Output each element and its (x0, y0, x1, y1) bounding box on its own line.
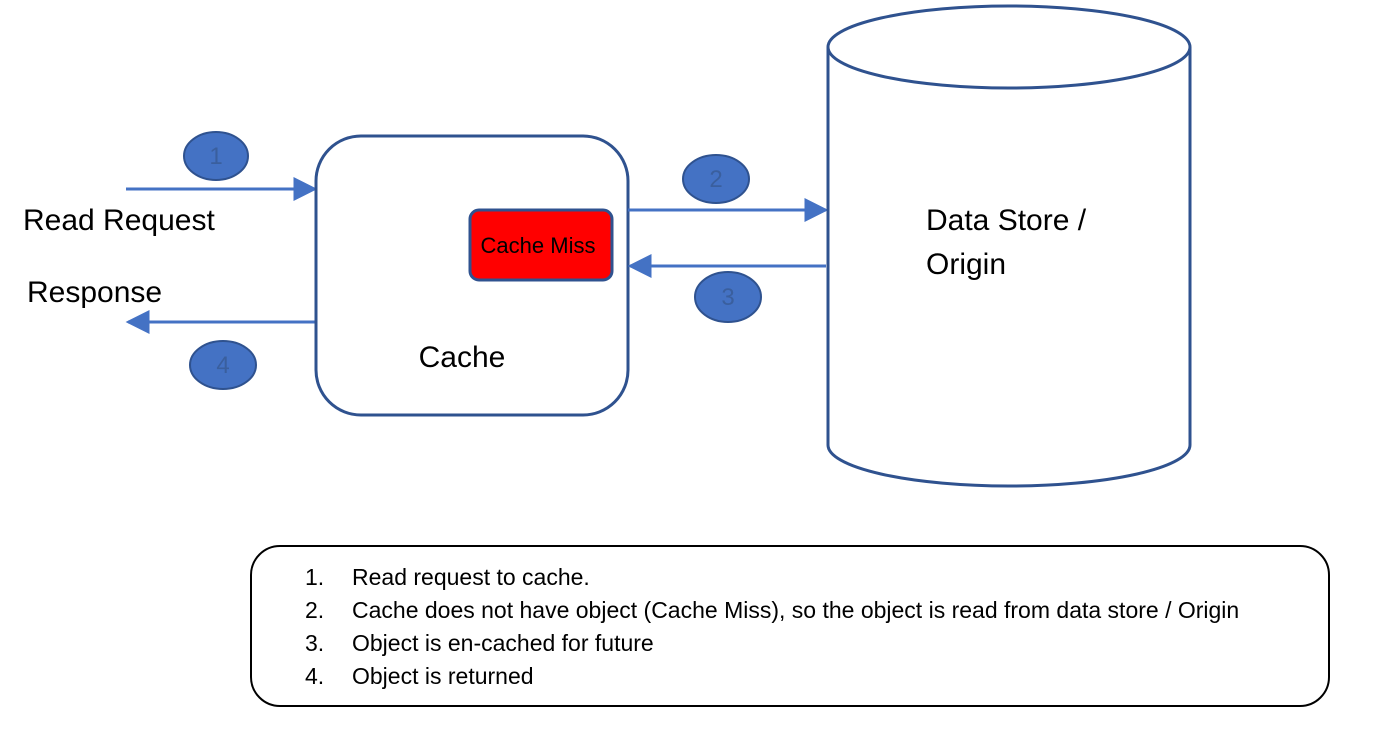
step-badge-2: 2 (682, 154, 750, 204)
note-text: Object is returned (352, 663, 534, 689)
note-text: Object is en-cached for future (352, 630, 654, 656)
cache-label: Cache (419, 341, 506, 374)
data-store-cylinder (826, 4, 1192, 488)
step-badge-1-text: 1 (209, 143, 222, 170)
note-number: 1. (305, 564, 325, 590)
steps-notes-list: 1. Read request to cache. 2. Cache does … (305, 561, 1239, 693)
note-number: 4. (305, 663, 325, 689)
read-request-label: Read Request (23, 204, 215, 237)
step-badge-4: 4 (189, 340, 257, 390)
steps-notes-box (250, 545, 1330, 707)
step-badge-1: 1 (183, 131, 249, 181)
note-item: 4. Object is returned (305, 660, 1239, 693)
cache-miss-label: Cache Miss (481, 233, 596, 258)
response-label: Response (27, 276, 162, 309)
note-text: Cache does not have object (Cache Miss),… (352, 597, 1240, 623)
note-item: 3. Object is en-cached for future (305, 627, 1239, 660)
data-store-label-line1: Data Store / (926, 204, 1087, 237)
cache-miss-box (468, 208, 614, 282)
note-number: 2. (305, 597, 325, 623)
note-text: Read request to cache. (352, 564, 590, 590)
step-badge-3: 3 (694, 271, 762, 323)
note-item: 1. Read request to cache. (305, 561, 1239, 594)
note-item: 2. Cache does not have object (Cache Mis… (305, 594, 1239, 627)
note-number: 3. (305, 630, 325, 656)
step-badge-2-text: 2 (709, 166, 722, 193)
data-store-label-line2: Origin (926, 248, 1006, 281)
step-badge-3-text: 3 (721, 284, 734, 311)
step-badge-4-text: 4 (216, 352, 229, 379)
